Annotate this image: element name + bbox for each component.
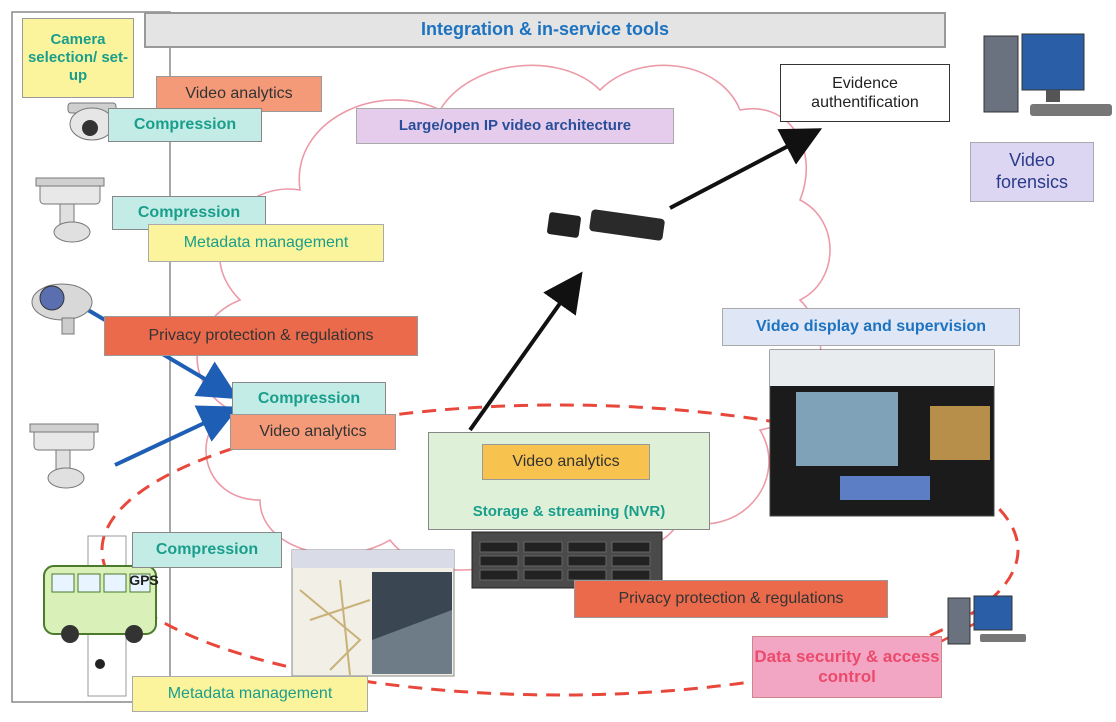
data-security-label: Data security & access control [752, 636, 942, 698]
dashed-perimeter [100, 403, 1020, 697]
small-computer-icon [947, 595, 1026, 645]
metadata-label: Metadata management [148, 224, 384, 262]
video-analytics-label: Video analytics [156, 76, 322, 112]
box-camera-icon [35, 177, 105, 243]
arrow-nvr-to-usb [468, 271, 583, 432]
bus-icon [43, 535, 157, 697]
metadata-label: Metadata management [132, 676, 368, 712]
supervision-screen [769, 349, 995, 517]
forensics-label: Video forensics [970, 142, 1094, 202]
dome-camera-icon [67, 102, 117, 141]
desktop-computer-icon [983, 33, 1112, 116]
arrow-camera4-to-compression [114, 405, 240, 467]
ip-architecture-label: Large/open IP video architecture [356, 108, 674, 144]
compression-label: Compression [232, 382, 386, 416]
video-analytics-label: Video analytics [482, 444, 650, 480]
usb-stick-icon [547, 209, 665, 241]
storage-streaming-label: Storage & streaming (NVR) [472, 503, 666, 520]
gps-label: GPS [129, 571, 159, 588]
map-video-screenshot [291, 549, 455, 677]
box-camera-icon [29, 423, 99, 489]
privacy-label: Privacy protection & regulations [574, 580, 888, 618]
compression-label: Compression [108, 108, 262, 142]
arrow-usb-to-evidence [669, 128, 823, 210]
header-title: Integration & in-service tools [144, 12, 946, 48]
evidence-label: Evidence authentification [780, 64, 950, 122]
bullet-camera-icon [31, 283, 93, 335]
compression-label: Compression [132, 532, 282, 568]
display-supervision-label: Video display and supervision [722, 308, 1020, 346]
nvr-server-icon [471, 531, 663, 589]
camera-setup-label: Camera selection/ set-up [22, 18, 134, 98]
video-analytics-label: Video analytics [230, 414, 396, 450]
privacy-label: Privacy protection & regulations [104, 316, 418, 356]
